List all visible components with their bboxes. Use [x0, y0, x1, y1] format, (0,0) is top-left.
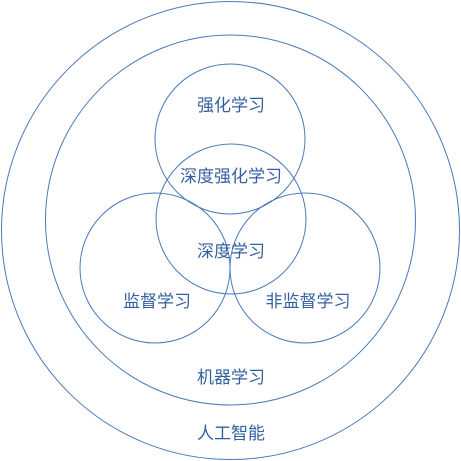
rl-label: 强化学习: [197, 96, 265, 116]
ml-circle: [45, 34, 416, 406]
supervised-label: 监督学习: [123, 292, 191, 312]
deep-learning-circle: [155, 143, 307, 295]
ml-label: 机器学习: [197, 368, 265, 388]
supervised-circle: [79, 192, 231, 344]
deep-rl-label: 深度强化学习: [180, 167, 282, 187]
deep-learning-label: 深度学习: [197, 242, 265, 262]
ai-label: 人工智能: [197, 424, 265, 444]
rl-circle: [154, 63, 306, 215]
unsupervised-circle: [229, 192, 381, 344]
unsupervised-label: 非监督学习: [266, 292, 351, 312]
